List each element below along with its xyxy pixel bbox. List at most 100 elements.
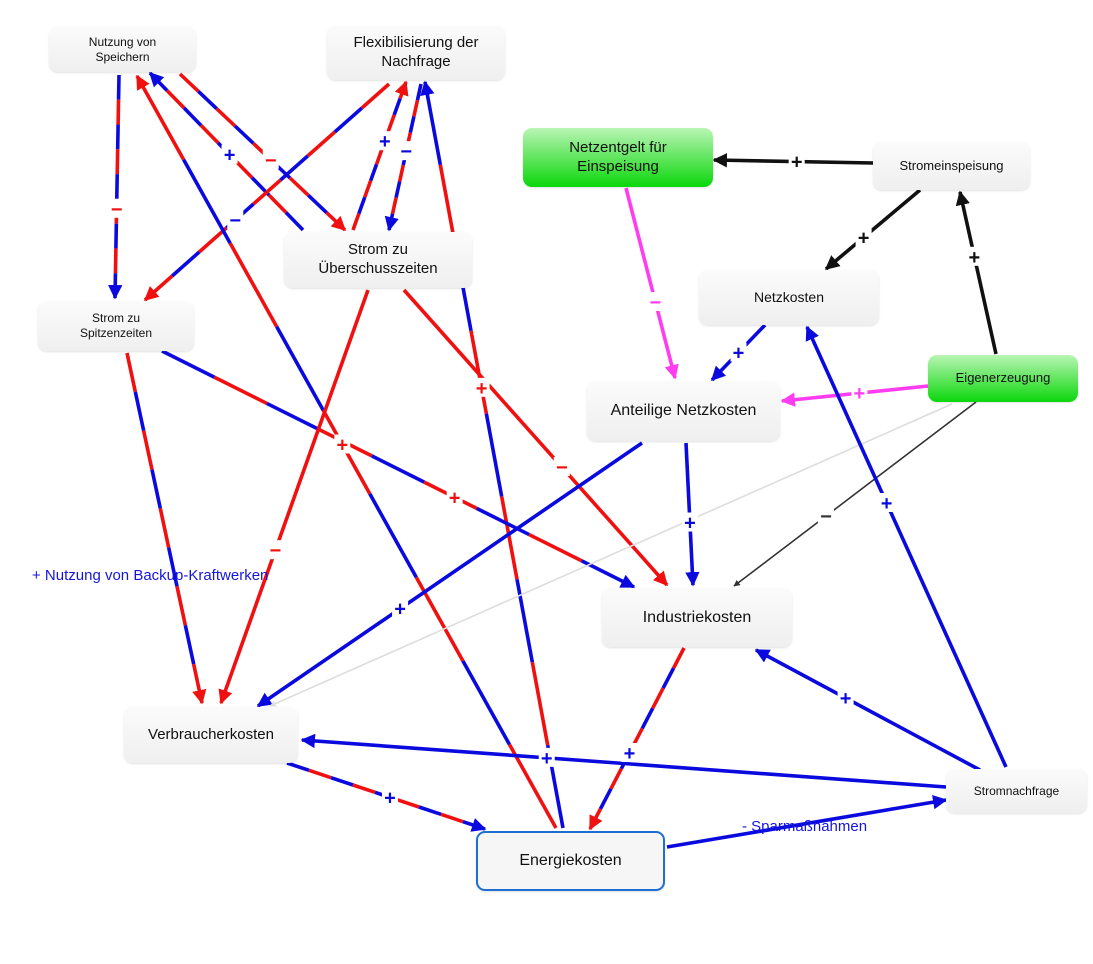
sign-background xyxy=(376,131,393,151)
polarity-sign: − xyxy=(650,292,662,314)
sign-background xyxy=(730,342,747,362)
node-text-line: Flexibilisierung der xyxy=(353,34,479,52)
node-text-line: Strom zu xyxy=(91,311,140,325)
node-text-line: Nachfrage xyxy=(381,53,451,70)
edge-netzentgelt-to-anteilig xyxy=(624,187,679,380)
sign-background xyxy=(837,688,854,707)
sign-background xyxy=(334,434,351,454)
polarity-sign: − xyxy=(820,506,832,528)
sign-background xyxy=(392,598,409,618)
edge-eigen-to-verbraucher xyxy=(269,403,953,707)
polarity-sign: + xyxy=(476,378,488,400)
node-text-line: Netzkosten xyxy=(753,288,825,305)
polarity-sign: + xyxy=(684,513,696,535)
sign-background xyxy=(851,383,868,403)
polarity-sign: + xyxy=(969,247,981,269)
polarity-sign: + xyxy=(858,227,870,249)
polarity-sign: − xyxy=(229,210,241,232)
sign-background xyxy=(381,787,398,807)
sign-background xyxy=(398,141,415,161)
node-text-line: Netzentgelt für xyxy=(569,138,667,156)
edge-energie-to-nachfrage xyxy=(666,795,948,849)
edge-spitzen-to-verbraucher xyxy=(125,352,207,705)
node-text-line: Energiekosten xyxy=(519,852,622,869)
edge-ueberschuss-to-flex xyxy=(351,80,409,231)
signs-layer: −−+−+−+++−−+++−++++−+++++ xyxy=(108,131,983,809)
polarity-sign: − xyxy=(111,199,123,221)
label-nutzung-von-backup-kraftwerken: + Nutzung von Backup-Kraftwerken xyxy=(32,567,269,584)
edge-spitzen-to-industrie xyxy=(161,349,636,589)
edge-industrie-to-energie xyxy=(588,647,686,831)
sign-background xyxy=(538,747,555,767)
node-text-line: Eigenerzeugung xyxy=(955,370,1051,386)
sign-background xyxy=(788,151,805,171)
node-text-line: Stromeinspeisung xyxy=(899,157,1004,173)
polarity-sign: − xyxy=(265,150,277,172)
node-stromeinspeisung[interactable]: Stromeinspeisung xyxy=(873,142,1030,190)
sign-background xyxy=(446,487,463,507)
polarity-sign: + xyxy=(449,487,461,509)
node-text-line: Anteilige Netzkosten xyxy=(610,402,757,419)
edge-eigen-to-einspeisung xyxy=(955,190,998,355)
node-text-line: Industriekosten xyxy=(642,608,752,626)
edge-eigen-to-industrie xyxy=(733,401,977,587)
polarity-sign: − xyxy=(556,457,568,479)
polarity-sign: + xyxy=(624,743,636,765)
edge-ueberschuss-to-verbraucher xyxy=(218,289,370,705)
edge-nachfrage-to-netzkosten xyxy=(805,325,1008,768)
sign-background xyxy=(227,210,244,230)
node-energiekosten[interactable]: Energiekosten xyxy=(476,831,665,891)
polarity-sign: + xyxy=(224,145,236,167)
node-text-line: Spitzenzeiten xyxy=(79,326,153,340)
node-industriekosten[interactable]: Industriekosten xyxy=(602,588,792,647)
polarity-sign: − xyxy=(400,141,412,163)
node-netzkosten[interactable]: Netzkosten xyxy=(699,270,879,325)
sign-background xyxy=(681,512,698,532)
sign-background xyxy=(878,493,895,512)
sign-background xyxy=(817,506,834,526)
node-text-line: Nutzung von xyxy=(88,34,157,49)
node-text-line: Strom zu xyxy=(347,241,408,259)
polarity-sign: + xyxy=(541,748,553,770)
polarity-sign: + xyxy=(881,493,893,515)
sign-background xyxy=(647,292,664,311)
edge-energie-to-speicher xyxy=(135,74,558,829)
node-text-line: Speichern xyxy=(95,49,150,64)
polarity-sign: + xyxy=(840,688,852,710)
sign-background xyxy=(473,377,490,397)
node-verbraucherkosten[interactable]: Verbraucherkosten xyxy=(124,707,298,763)
node-anteilige-netzkosten[interactable]: Anteilige Netzkosten xyxy=(587,381,780,441)
polarity-sign: + xyxy=(791,152,803,174)
node-stromnachfrage[interactable]: Stromnachfrage xyxy=(946,769,1087,813)
edge-speicher-to-ueberschuss xyxy=(178,72,347,232)
polarity-sign: + xyxy=(336,434,348,456)
node-text-line: Einspeisung xyxy=(577,157,659,175)
sign-background xyxy=(221,144,238,164)
sign-background xyxy=(108,198,125,218)
polarity-sign: + xyxy=(394,599,406,621)
edge-einspeisung-to-netzkosten xyxy=(824,188,922,271)
polarity-sign: + xyxy=(733,343,745,365)
edge-nachfrage-to-industrie xyxy=(754,648,981,772)
node-text-line: Überschusszeiten xyxy=(318,260,438,277)
label-sparmassnahmen: - Sparmaßnahmen xyxy=(742,818,868,835)
node-text-line: Verbraucherkosten xyxy=(148,725,274,743)
sign-background xyxy=(553,457,570,476)
edge-speicher-to-spitzen xyxy=(108,74,123,300)
sign-background xyxy=(855,227,872,247)
sign-background xyxy=(966,246,983,266)
node-eigenerzeugung[interactable]: Eigenerzeugung xyxy=(928,355,1078,402)
edge-anteilig-to-verbraucher xyxy=(256,441,644,708)
node-text-line: Stromnachfrage xyxy=(973,783,1060,798)
sign-background xyxy=(621,742,638,762)
sign-background xyxy=(262,149,279,169)
edge-ueberschuss-to-industrie xyxy=(402,288,669,587)
polarity-sign: + xyxy=(379,131,391,153)
polarity-sign: + xyxy=(384,787,396,809)
